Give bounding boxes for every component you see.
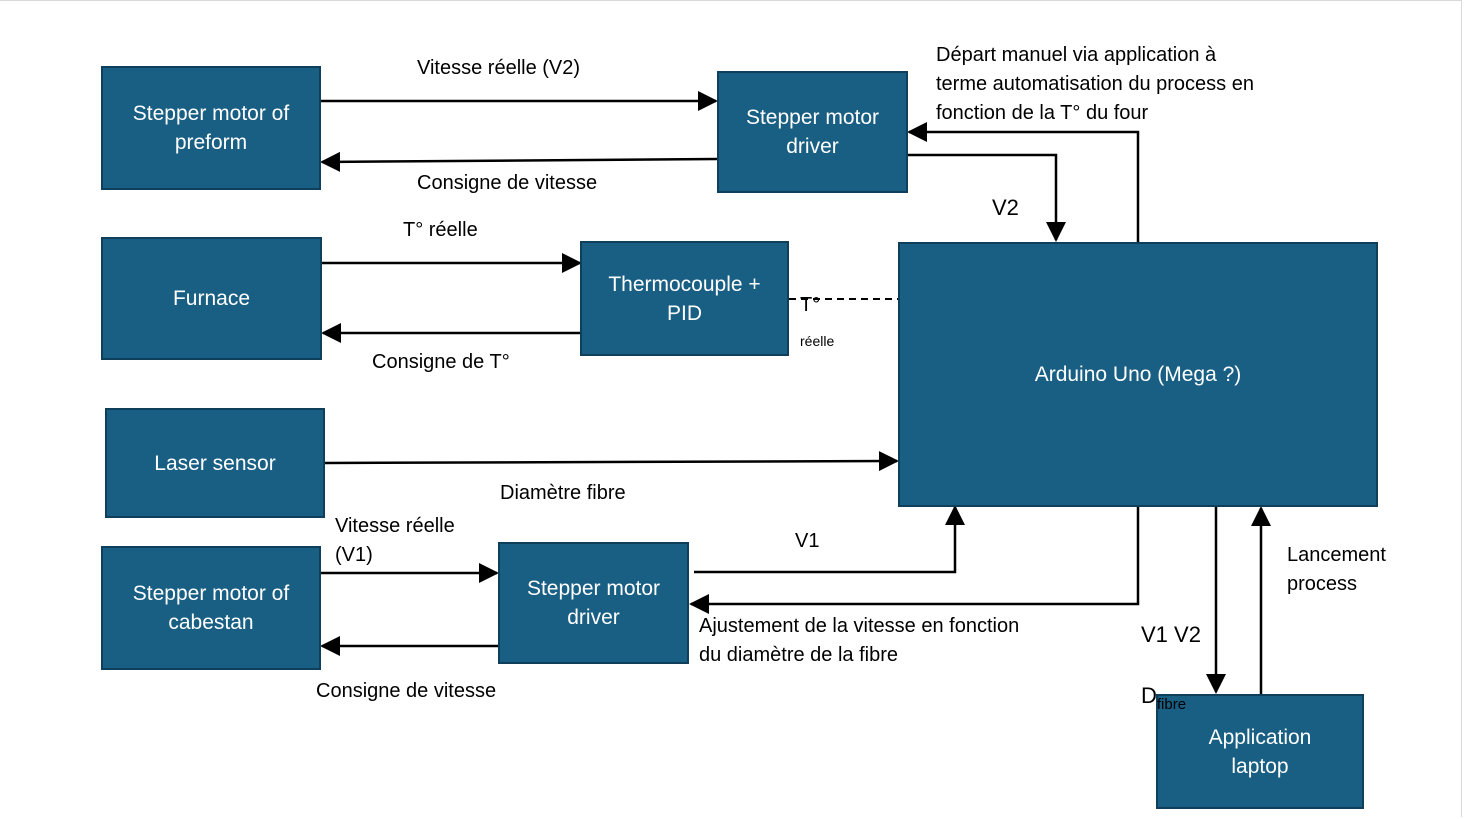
arrow-arduino-to-driver-top [907, 122, 1140, 242]
label-consigne-vitesse-top: Consigne de vitesse [417, 172, 598, 194]
label-d-fibre: Dfibre [1141, 652, 1186, 713]
arrow-driver-to-arduino [907, 153, 1066, 242]
driver-bottom-box: Stepper motor driver [498, 542, 689, 664]
arrow-driver-v1-to-arduino [694, 505, 965, 574]
label-consigne-t: Consigne de T° [372, 351, 510, 373]
label-diametre-fibre: Diamètre fibre [500, 482, 626, 504]
cabestan-motor-box: Stepper motor of cabestan [101, 546, 321, 670]
label-t-sub: réelle [800, 333, 835, 349]
label-t-reelle-dashed: T° réelle [800, 262, 834, 350]
label-v2: V2 [992, 195, 1019, 220]
arrow-laser-to-arduino [324, 451, 899, 472]
label-t-main: T° [800, 294, 821, 316]
arrow-driver-to-preform [320, 151, 718, 172]
laser-sensor-box: Laser sensor [105, 408, 325, 518]
label-v1-v2: V1 V2 [1141, 622, 1201, 647]
label-t-reelle: T° réelle [403, 219, 478, 241]
driver-top-box: Stepper motor driver [717, 71, 908, 193]
label-d-main: D [1141, 683, 1157, 708]
label-depart-manuel: Départ manuel via application à terme au… [936, 44, 1254, 124]
label-lancement: Lancement process [1287, 544, 1386, 595]
label-vitesse-reelle-v2: Vitesse réelle (V2) [417, 57, 581, 79]
app-laptop-box: Application laptop [1156, 694, 1364, 809]
arrow-arduino-to-driver-bottom [689, 507, 1140, 614]
arduino-box: Arduino Uno (Mega ?) [898, 242, 1378, 507]
label-vitesse-reelle-v1: Vitesse réelle (V1) [335, 515, 455, 566]
furnace-box: Furnace [101, 237, 322, 360]
label-d-sub: fibre [1156, 696, 1187, 713]
preform-motor-box: Stepper motor of preform [101, 66, 321, 190]
label-ajustement: Ajustement de la vitesse en fonction du … [699, 615, 1020, 666]
thermocouple-pid-box: Thermocouple + PID [580, 241, 789, 356]
label-consigne-vitesse-bottom: Consigne de vitesse [316, 680, 497, 702]
label-v1: V1 [795, 530, 820, 552]
